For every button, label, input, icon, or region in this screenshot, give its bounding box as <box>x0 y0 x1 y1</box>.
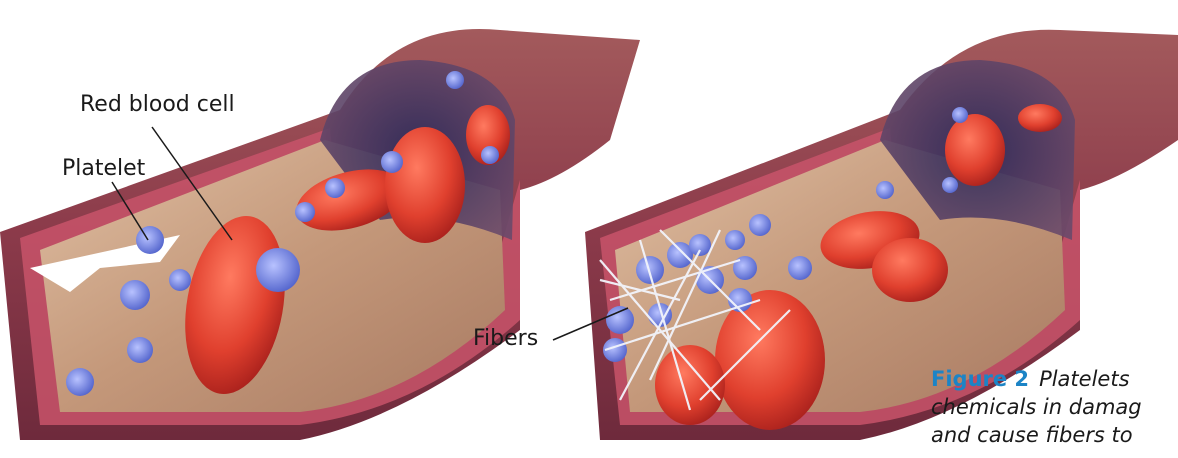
caption-text-2: chemicals in damag <box>931 393 1178 421</box>
platelet <box>749 214 771 236</box>
platelet <box>381 151 403 173</box>
platelet <box>788 256 812 280</box>
red-blood-cell <box>872 238 948 302</box>
platelet <box>127 337 153 363</box>
platelet <box>725 230 745 250</box>
platelet <box>689 234 711 256</box>
platelet-label: Platelet <box>62 156 145 181</box>
red-blood-cell <box>1018 104 1062 132</box>
platelet <box>136 226 164 254</box>
platelet <box>481 146 499 164</box>
figure-number: Figure 2 <box>931 367 1029 391</box>
platelet <box>636 256 664 284</box>
red-blood-cell <box>945 114 1005 186</box>
platelet <box>325 178 345 198</box>
platelet <box>733 256 757 280</box>
caption-line-1: Figure 2 Platelets <box>931 365 1178 393</box>
left-vessel <box>0 29 640 440</box>
fibers-label: Fibers <box>473 326 538 351</box>
caption-text-3: and cause fibers to <box>931 421 1178 449</box>
platelet <box>256 248 300 292</box>
platelet <box>942 177 958 193</box>
platelet <box>446 71 464 89</box>
red-blood-cell <box>385 127 465 243</box>
platelet <box>120 280 150 310</box>
platelet <box>876 181 894 199</box>
red-blood-cell-label: Red blood cell <box>80 92 235 117</box>
caption-text-1: Platelets <box>1039 367 1129 391</box>
platelet <box>169 269 191 291</box>
figure-caption: Figure 2 Platelets chemicals in damag and… <box>931 365 1178 449</box>
platelet <box>952 107 968 123</box>
platelet <box>606 306 634 334</box>
red-blood-cell <box>715 290 825 430</box>
platelet <box>295 202 315 222</box>
platelet <box>66 368 94 396</box>
